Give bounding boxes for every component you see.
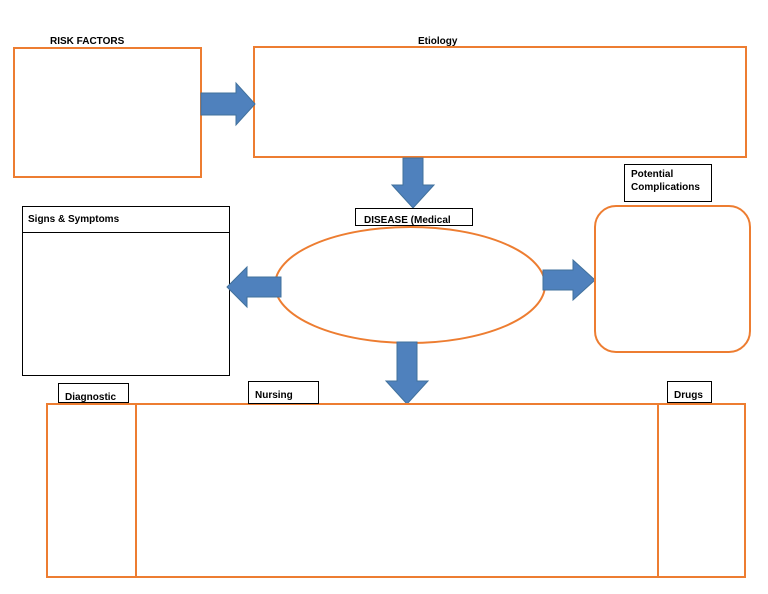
signs-symptoms-box[interactable]: Signs & Symptoms: [22, 206, 230, 376]
arrow-right-icon: [200, 81, 256, 127]
arrow-left-icon: [226, 265, 282, 309]
disease-ellipse[interactable]: [272, 224, 548, 346]
risk-factors-box[interactable]: [13, 47, 202, 178]
drugs-column[interactable]: [658, 405, 744, 576]
drugs-label: Drugs: [674, 390, 703, 401]
interventions-table: [46, 403, 746, 578]
etiology-label: Etiology: [418, 36, 458, 47]
potential-complications-box[interactable]: [594, 205, 751, 353]
arrow-down-icon: [390, 157, 436, 209]
diagnostic-label-box: Diagnostic: [58, 383, 129, 403]
disease-label-box: DISEASE (Medical: [355, 208, 473, 226]
arrow-right-icon: [542, 258, 596, 302]
potential-complications-label-box: Potential Complications: [624, 164, 712, 202]
diagnostic-column[interactable]: [48, 405, 134, 576]
arrow-down-icon: [384, 341, 430, 405]
potential-complications-label-line1: Potential: [631, 169, 674, 180]
potential-complications-label-line2: Complications: [631, 182, 700, 193]
nursing-label-box: Nursing: [248, 381, 319, 404]
nursing-label: Nursing: [255, 390, 293, 401]
column-divider: [135, 405, 137, 576]
drugs-label-box: Drugs: [667, 381, 712, 403]
disease-label: DISEASE (Medical: [364, 215, 451, 226]
signs-symptoms-header: Signs & Symptoms: [23, 207, 229, 233]
column-divider: [657, 405, 659, 576]
diagnostic-label: Diagnostic: [65, 392, 117, 403]
etiology-box[interactable]: [253, 46, 747, 158]
signs-symptoms-label: Signs & Symptoms: [28, 214, 120, 225]
nursing-column[interactable]: [136, 405, 656, 576]
risk-factors-label: RISK FACTORS: [50, 36, 125, 47]
